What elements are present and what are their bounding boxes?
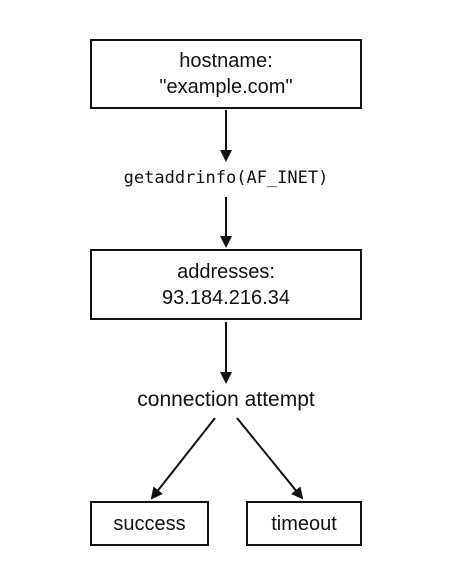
addresses-value: 93.184.216.34 (162, 286, 290, 309)
addresses-label: addresses: (177, 260, 275, 283)
success-label: success (113, 512, 186, 535)
hostname-value: "example.com" (159, 76, 293, 98)
timeout-label: timeout (271, 512, 337, 535)
timeout-box: timeout (246, 501, 362, 546)
arrow-connection-to-success (150, 417, 216, 500)
hostname-label: hostname: (179, 50, 273, 72)
success-box: success (90, 501, 209, 546)
addresses-box: addresses: 93.184.216.34 (90, 249, 362, 320)
arrow-connection-to-timeout (236, 417, 304, 500)
resolver-call-label: getaddrinfo(AF_INET) (123, 168, 329, 188)
hostname-box: hostname: "example.com" (90, 39, 362, 109)
connection-attempt-label: connection attempt (137, 388, 315, 411)
